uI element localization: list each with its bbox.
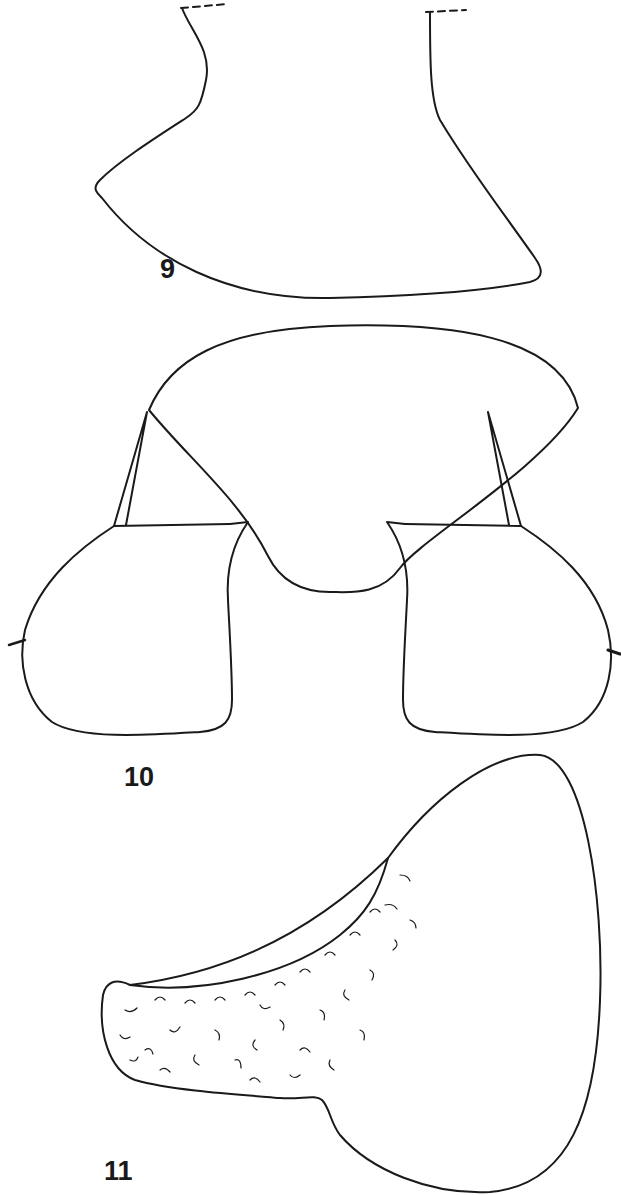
figure-10-left-lobe — [22, 522, 248, 735]
cut-line — [426, 10, 466, 12]
figure-10-outline — [9, 325, 620, 735]
spine — [608, 650, 620, 654]
figure-11-outline — [102, 755, 601, 1192]
figure-10-strip — [405, 412, 521, 526]
figure-9-part — [96, 8, 541, 298]
figure-number: 10 — [124, 764, 154, 791]
figure-10-central-part — [149, 325, 578, 592]
figure-10-strip — [114, 412, 230, 526]
surface-texture — [120, 875, 416, 1082]
spine — [9, 640, 25, 645]
figure-11-inner-edge — [130, 858, 388, 988]
figure-11-part — [102, 755, 601, 1192]
cut-line — [181, 4, 228, 8]
figure-number: 11 — [104, 1158, 133, 1185]
figure-number: 9 — [160, 256, 175, 283]
figure-10-right-lobe — [387, 522, 611, 735]
figure-9-outline — [96, 4, 541, 298]
